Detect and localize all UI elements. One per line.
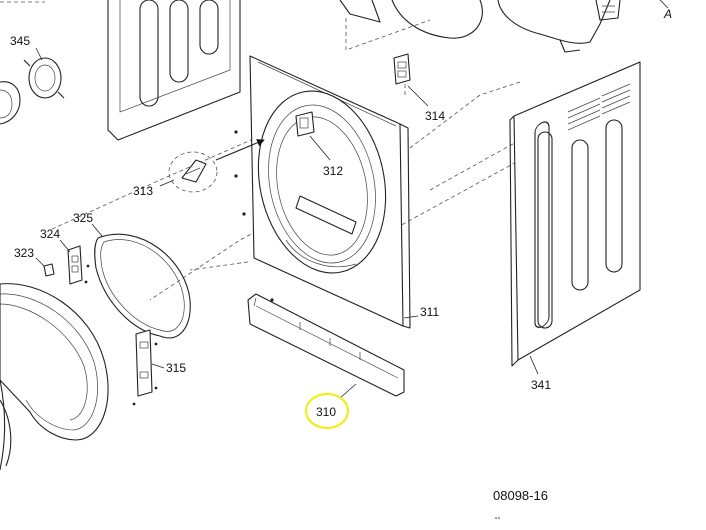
part-325-gasket xyxy=(94,233,191,339)
label-324: 324 xyxy=(40,227,60,241)
label-313: 313 xyxy=(133,184,153,198)
part-341-side-panel xyxy=(509,61,641,367)
label-345: 345 xyxy=(10,34,30,48)
highlight-circle-310 xyxy=(304,392,350,430)
part-324-hinge xyxy=(67,245,90,285)
label-312: 312 xyxy=(323,164,343,178)
part-345-vent-ring xyxy=(0,57,65,125)
label-310: 310 xyxy=(316,405,336,419)
part-313-door-strike xyxy=(168,139,265,193)
part-312-latch xyxy=(295,111,315,137)
label-311: 311 xyxy=(420,305,439,319)
part-310-kick-plate xyxy=(247,293,405,397)
label-341: 341 xyxy=(531,378,551,392)
left-side-panel xyxy=(107,0,241,141)
corner-letter: A xyxy=(663,7,672,21)
part-323-clip xyxy=(43,263,55,277)
part-311-front-panel xyxy=(234,55,411,329)
label-314: 314 xyxy=(425,109,445,123)
door-assembly xyxy=(0,283,109,471)
label-323: 323 xyxy=(14,246,34,260)
top-cabinet-fragment xyxy=(339,0,621,53)
label-315: 315 xyxy=(166,361,186,375)
reference-code: 08098-16 xyxy=(493,488,548,503)
part-314-bracket xyxy=(393,53,411,85)
vent-slots xyxy=(567,83,631,131)
part-315-hinge xyxy=(132,329,158,406)
label-325: 325 xyxy=(73,211,93,225)
